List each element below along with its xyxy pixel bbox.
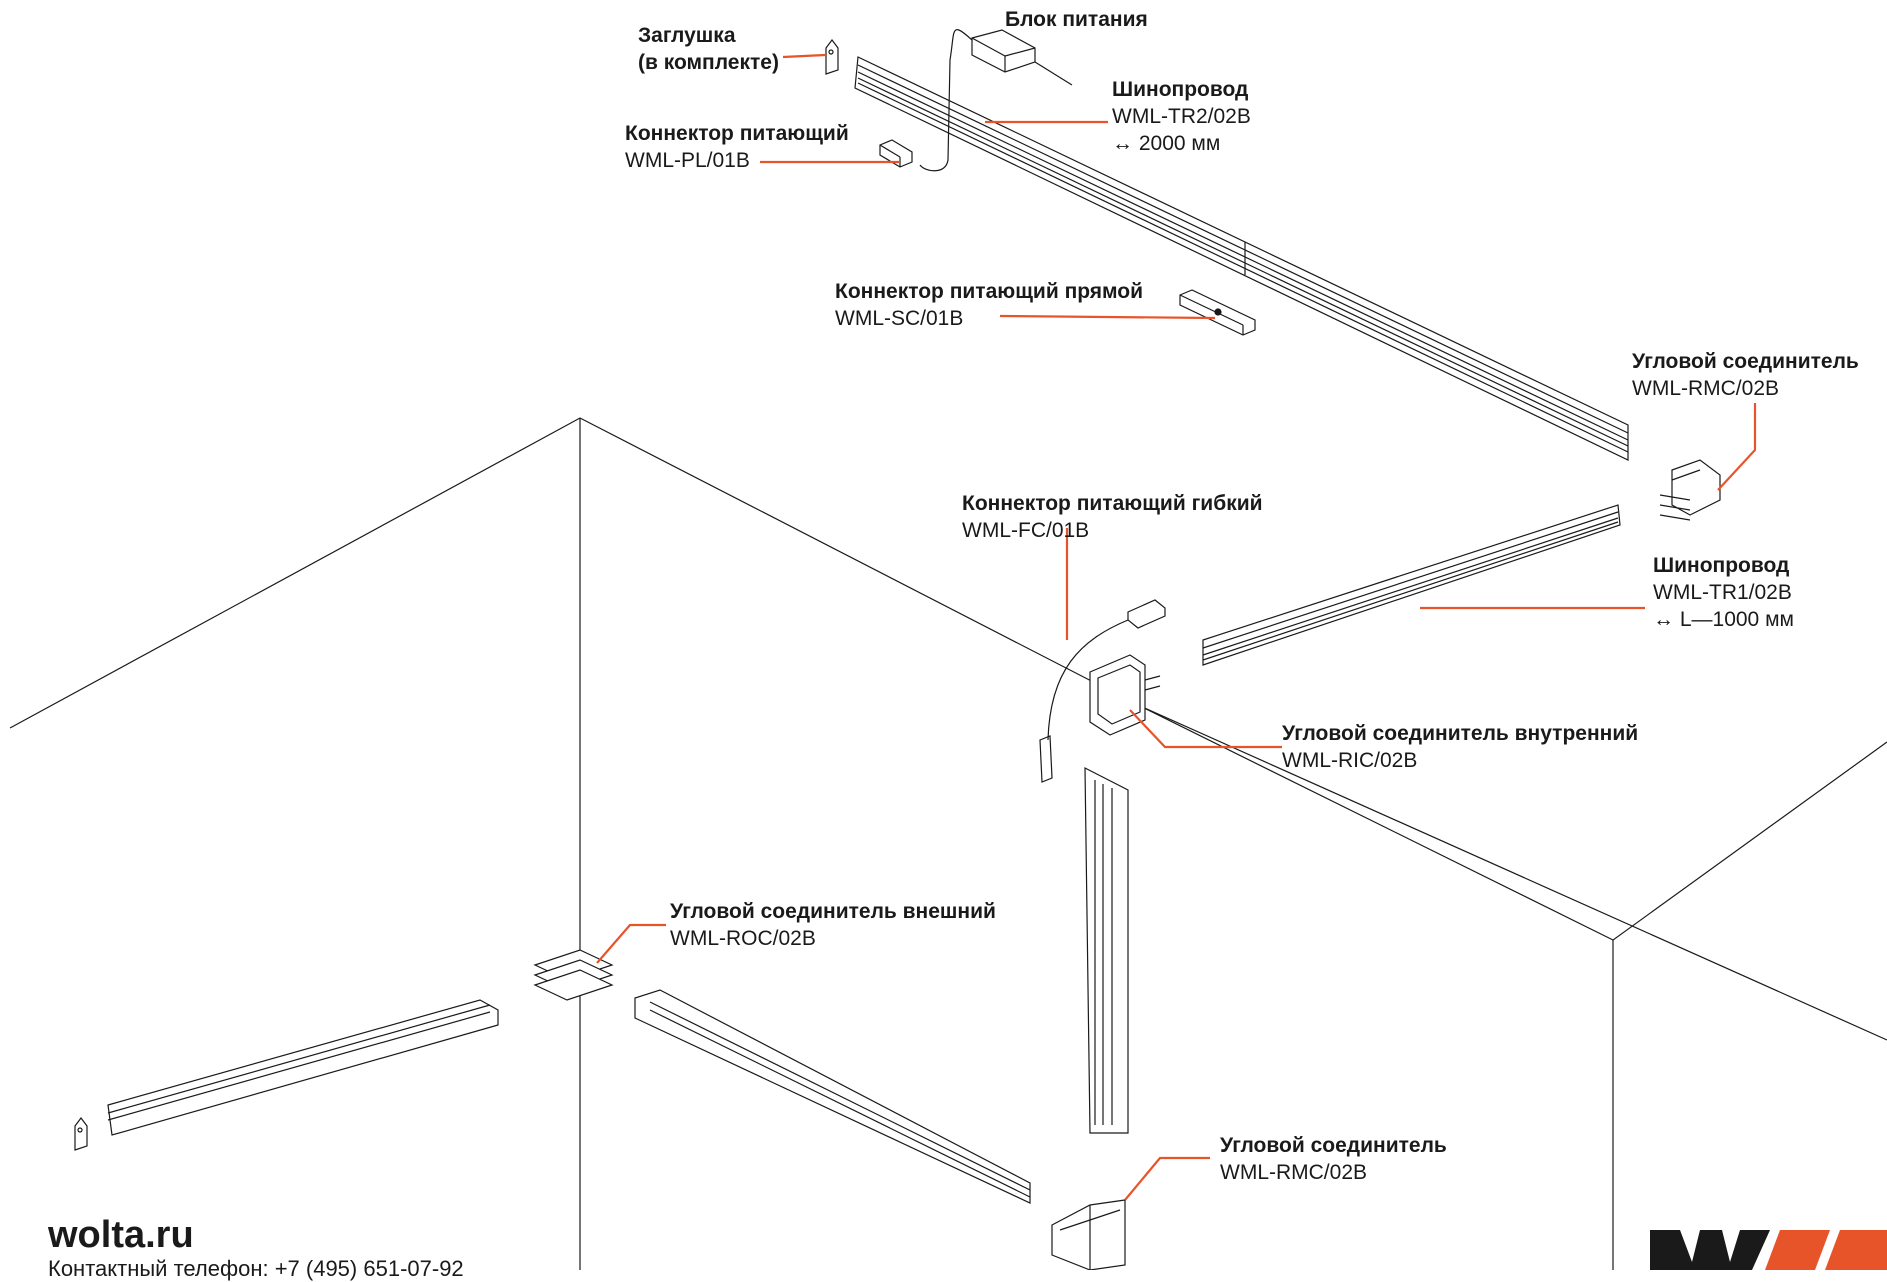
lower-track [634,989,1031,1204]
label-outer-corner: Угловой соединитель внешний WML-ROC/02B [670,898,996,952]
label-end-cap-title: Заглушка [638,24,736,47]
corner-connector-bottom [1051,1199,1126,1270]
label-flex-connector: Коннектор питающий гибкий WML-FC/01B [962,490,1263,544]
footer-phone: Контактный телефон: +7 (495) 651-07-92 [48,1256,464,1281]
label-corner-top-title: Угловой соединитель [1632,350,1859,373]
footer-site-link[interactable]: wolta.ru [48,1214,194,1256]
left-track [107,999,499,1136]
leader-lines [596,53,1757,1201]
label-feed-connector: Коннектор питающий WML-PL/01B [625,120,849,174]
label-end-cap: Заглушка (в комплекте) [638,22,779,76]
wolta-logo [1650,1230,1887,1270]
flex-connector [1039,599,1166,783]
label-corner-bottom-code: WML-RMC/02B [1220,1161,1368,1184]
label-inner-corner-code: WML-RIC/02B [1282,749,1418,772]
label-outer-corner-title: Угловой соединитель внешний [670,900,996,923]
label-straight-connector: Коннектор питающий прямой WML-SC/01B [835,278,1143,332]
label-track-1000-code: WML-TR1/02B [1653,581,1792,604]
vertical-track [1084,767,1129,1134]
label-outer-corner-code: WML-ROC/02B [670,927,816,950]
label-track-2000-title: Шинопровод [1112,78,1249,101]
straight-connector [1179,289,1256,336]
label-corner-bottom: Угловой соединитель WML-RMC/02B [1220,1132,1447,1186]
label-track-2000-dim: ↔ 2000 мм [1112,132,1221,155]
label-feed-connector-title: Коннектор питающий [625,122,849,145]
label-power-supply-title: Блок питания [1005,8,1148,31]
label-straight-connector-code: WML-SC/01B [835,307,964,330]
feed-connector [879,139,913,168]
room-outline [9,417,1887,1270]
label-inner-corner-title: Угловой соединитель внутренний [1282,722,1639,745]
label-corner-top-code: WML-RMC/02B [1632,377,1780,400]
label-flex-connector-title: Коннектор питающий гибкий [962,492,1263,515]
label-flex-connector-code: WML-FC/01B [962,519,1090,542]
label-end-cap-subtitle: (в комплекте) [638,51,779,74]
label-power-supply: Блок питания [1005,6,1148,33]
label-track-1000: Шинопровод WML-TR1/02B ↔ L—1000 мм [1653,552,1794,633]
label-track-2000: Шинопровод WML-TR2/02B ↔ 2000 мм [1112,76,1251,157]
power-supply [919,29,1073,172]
label-feed-connector-code: WML-PL/01B [625,149,750,172]
track-2000 [854,56,1629,461]
inner-corner [1089,654,1161,736]
track-1000 [1202,504,1621,666]
label-track-1000-title: Шинопровод [1653,554,1790,577]
corner-connector-top [1659,459,1721,521]
label-inner-corner: Угловой соединитель внутренний WML-RIC/0… [1282,720,1638,774]
label-corner-bottom-title: Угловой соединитель [1220,1134,1447,1157]
end-cap-bottom [74,1117,88,1151]
label-straight-connector-title: Коннектор питающий прямой [835,280,1144,303]
outer-corner [533,949,614,1001]
label-track-2000-code: WML-TR2/02B [1112,105,1251,128]
label-track-1000-dim: ↔ L—1000 мм [1653,608,1794,631]
label-corner-top: Угловой соединитель WML-RMC/02B [1632,348,1859,402]
end-cap-top [825,39,839,75]
